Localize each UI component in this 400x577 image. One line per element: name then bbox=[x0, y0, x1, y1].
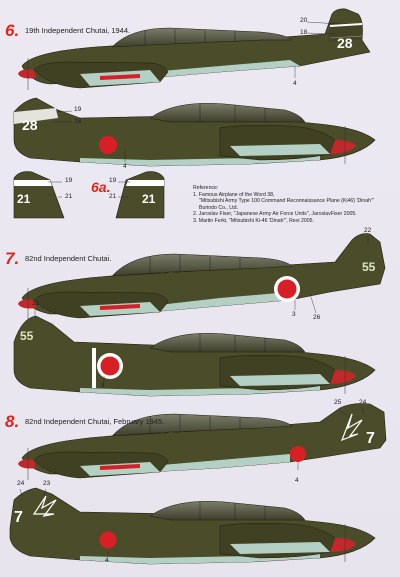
canopy-glazing bbox=[111, 27, 293, 48]
hinomaru-roundel bbox=[290, 446, 306, 462]
spinner-red bbox=[330, 538, 356, 552]
callout-number: 20 bbox=[300, 17, 308, 24]
canopy-glazing bbox=[149, 501, 306, 521]
callout-number: 22 bbox=[364, 227, 372, 234]
callout-number: 19 bbox=[109, 177, 117, 184]
reference-heading: Reference: bbox=[193, 185, 219, 191]
reference-line: 2. Jaroslav Fiser, "Japanese Army Air Fo… bbox=[193, 211, 357, 218]
callout-number: 18 bbox=[74, 118, 82, 125]
callout-number: 4 bbox=[293, 80, 297, 87]
callout-number: 18 bbox=[300, 29, 308, 36]
aircraft-7-right-profile: 55 bbox=[18, 233, 386, 320]
tail-code-text: 7 bbox=[14, 509, 23, 526]
callout-number: 24 bbox=[17, 480, 25, 487]
tail-code-text: 7 bbox=[366, 430, 375, 447]
spinner-red bbox=[330, 370, 356, 384]
callout-number: 21 bbox=[109, 193, 117, 200]
section-8-caption: 82nd Independent Chutai, February 1945. bbox=[25, 417, 165, 426]
tail-code-text: 28 bbox=[22, 117, 38, 133]
section-6-number: 6. bbox=[5, 21, 20, 40]
section-8-number: 8. bbox=[5, 412, 20, 431]
aircraft-6a-left-tail: 21 bbox=[13, 171, 65, 219]
hinomaru-roundel bbox=[277, 279, 297, 299]
section-7-number: 7. bbox=[5, 249, 20, 268]
spinner-red bbox=[18, 459, 36, 469]
reference-line: Burindo Co., Ltd. bbox=[199, 204, 238, 211]
callout-number: 4 bbox=[295, 477, 299, 484]
lightning-emblem bbox=[32, 495, 57, 517]
callout-number: 24 bbox=[359, 399, 367, 406]
callout-number: 3 bbox=[101, 382, 105, 389]
section-6a-number: 6a. bbox=[91, 179, 111, 195]
canopy-glazing bbox=[111, 253, 293, 277]
tail-code-text: 28 bbox=[337, 35, 353, 51]
canopy-glazing bbox=[111, 413, 293, 437]
aircraft-6-right-profile: 28 bbox=[18, 8, 371, 90]
hinomaru-roundel bbox=[99, 136, 117, 154]
tail-code-text: 55 bbox=[362, 260, 376, 274]
callout-number: 4 bbox=[123, 163, 127, 170]
spinner-red bbox=[18, 69, 36, 79]
section-6-caption: 19th Independent Chutai, 1944. bbox=[25, 26, 131, 35]
section-7-caption: 82nd Independent Chutai. bbox=[25, 254, 112, 263]
aircraft-7-left-profile: 55 bbox=[13, 310, 376, 397]
tail-code-text: 21 bbox=[142, 192, 156, 206]
reference-line: 3. Martin Ferki, "Mitsubishi Ki-46 'Dina… bbox=[193, 217, 314, 224]
canopy-glazing bbox=[149, 333, 306, 353]
aircraft-6a-right-tail: 21 bbox=[115, 171, 165, 219]
aircraft-8-left-profile: 7 bbox=[9, 487, 376, 565]
callout-number: 19 bbox=[65, 177, 73, 184]
reference-line: "Mitsubishi Army Type 100 Command Reconn… bbox=[199, 198, 374, 205]
tail-code-text: 21 bbox=[17, 192, 31, 206]
callout-number: 4 bbox=[105, 557, 109, 564]
reference-notes: Reference: 1. Famous Airplane of the Wor… bbox=[193, 185, 393, 225]
callout-number: 3 bbox=[292, 311, 296, 318]
hinomaru-roundel bbox=[99, 531, 117, 549]
reference-line: 1. Famous Airplane of the Word 38, bbox=[193, 191, 275, 198]
spinner-red bbox=[18, 299, 36, 309]
callout-number: 22 bbox=[32, 300, 40, 307]
callout-number: 23 bbox=[43, 480, 51, 487]
fuselage-white-band bbox=[92, 348, 96, 388]
lightning-emblem bbox=[340, 413, 363, 442]
aircraft-8-right-profile: 7 bbox=[18, 403, 387, 480]
callout-number: 25 bbox=[334, 399, 342, 406]
tail-code-text: 55 bbox=[20, 329, 34, 343]
callout-number: 26 bbox=[313, 314, 321, 321]
callout-number: 19 bbox=[74, 106, 82, 113]
spinner-red bbox=[330, 140, 356, 154]
aircraft-6-left-profile: 28 bbox=[13, 97, 376, 167]
canopy-glazing bbox=[149, 103, 306, 123]
callout-number: 21 bbox=[65, 193, 73, 200]
hinomaru-roundel bbox=[100, 356, 120, 376]
